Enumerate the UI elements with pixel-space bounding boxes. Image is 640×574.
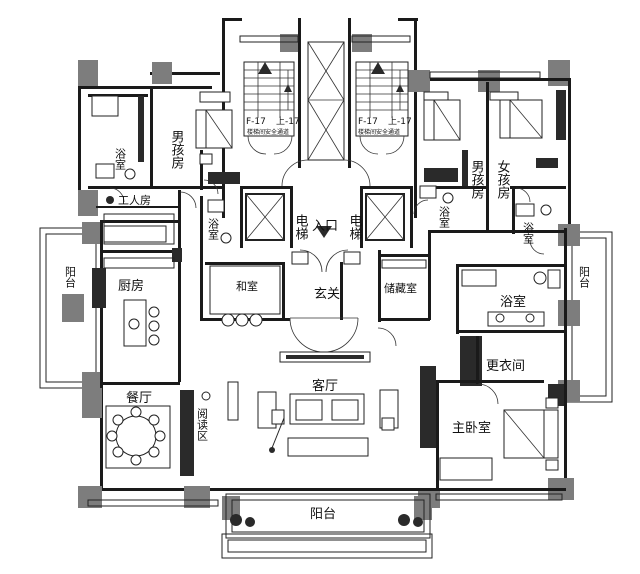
living-room-furniture xyxy=(257,351,399,457)
boy-room-right-furniture xyxy=(423,91,461,182)
label-foyer: 玄关 xyxy=(314,287,340,302)
foyer-doors xyxy=(289,249,361,353)
master-bath-fixtures xyxy=(461,269,561,327)
entrance-arrow xyxy=(316,226,332,238)
label-balcony-bottom: 阳台 xyxy=(310,507,336,522)
label-bath-top-left: 浴室 xyxy=(114,148,127,170)
label-bath-master: 浴室 xyxy=(500,294,526,310)
stair-right-up-tag: 上-17 xyxy=(388,116,412,127)
label-bath-mid-left: 浴室 xyxy=(207,218,220,240)
room-labels: 男孩房 浴室 工人房 浴室 厨房 阳台 餐厅 阅读区 客厅 和室 玄关 储藏室 … xyxy=(64,130,591,522)
label-boy-room-left: 男孩房 xyxy=(169,130,185,169)
door-swings xyxy=(109,179,545,347)
outer-walls xyxy=(39,18,613,559)
label-tatami: 和室 xyxy=(236,279,258,293)
label-master-bedroom: 主卧室 xyxy=(452,420,491,436)
stair-right-floor-tag: F-17 xyxy=(358,117,378,127)
label-dining: 餐厅 xyxy=(126,390,152,406)
label-storage: 储藏室 xyxy=(384,281,417,295)
label-kitchen: 厨房 xyxy=(118,278,144,294)
stair-right-room-tag: 楼梯间安全通道 xyxy=(358,128,400,136)
dining-table xyxy=(105,405,171,469)
stair-left-room-tag: 楼梯间安全通道 xyxy=(247,128,289,136)
label-reading: 阅读区 xyxy=(196,408,209,441)
label-worker-room: 工人房 xyxy=(118,194,151,207)
stairwell-left: F-17 上-17 楼梯间安全通道 xyxy=(243,61,300,155)
elevator-right-car xyxy=(365,193,405,241)
bath-right-fixtures xyxy=(207,185,552,244)
label-living: 客厅 xyxy=(312,378,338,394)
reading-corner xyxy=(201,381,239,421)
label-bath-top-right: 浴室 xyxy=(438,206,451,228)
master-bedroom-furniture xyxy=(439,383,559,481)
label-girl-room: 女孩房 xyxy=(495,159,511,199)
label-entrance: 入口 xyxy=(312,219,338,234)
label-boy-room-right: 男孩房 xyxy=(469,160,485,199)
balcony-plants xyxy=(230,514,423,527)
label-balcony-right: 阳台 xyxy=(578,266,591,288)
kitchen-island xyxy=(103,257,175,347)
worker-room-furniture xyxy=(103,196,167,243)
elevator-left-car xyxy=(245,193,285,241)
boy-room-left-furniture xyxy=(195,91,240,184)
label-elevator-right: 电梯 xyxy=(347,214,363,240)
stairwell-right: F-17 上-17 楼梯间安全通道 xyxy=(355,61,412,155)
bath-top-left-fixtures xyxy=(91,95,144,180)
label-walkin-closet: 更衣间 xyxy=(486,358,525,374)
storage-shelf xyxy=(381,259,427,269)
stair-left-up-tag: 上-17 xyxy=(276,116,300,127)
stair-left-floor-tag: F-17 xyxy=(246,117,266,127)
tatami-furniture xyxy=(209,265,281,327)
label-bath-right: 浴室 xyxy=(522,222,535,244)
label-balcony-left: 阳台 xyxy=(64,266,77,288)
label-elevator-left: 电梯 xyxy=(293,214,309,240)
central-shaft xyxy=(281,41,371,187)
interior-walls xyxy=(88,82,566,490)
girl-room-furniture xyxy=(489,90,566,168)
